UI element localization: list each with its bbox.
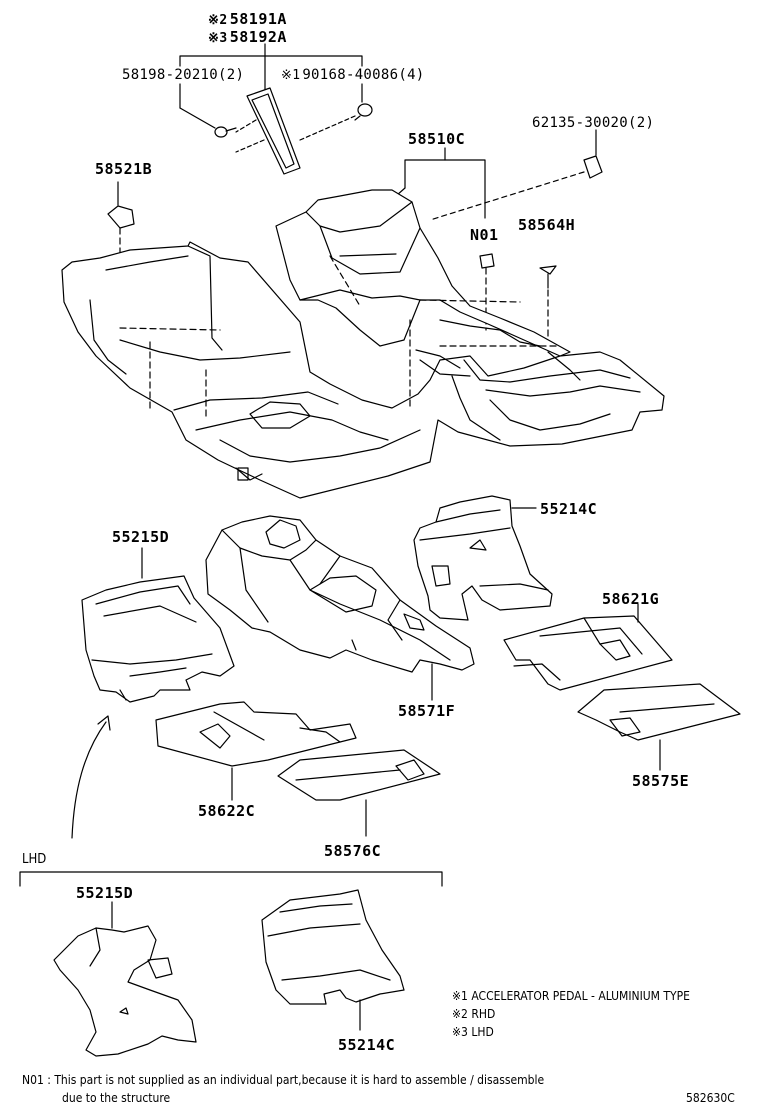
- label-screw: 58198-20210(2): [122, 67, 245, 83]
- rhd-mark: ※2: [208, 13, 228, 28]
- garnish-part: [235, 87, 356, 175]
- floor-mat-b: [577, 683, 741, 771]
- clip-number: 90168-40086(4): [302, 67, 425, 83]
- legend-item-lhd: ※3 LHD: [452, 1024, 494, 1040]
- lhd-bracket: [19, 871, 443, 887]
- label-mat-e: 58575E: [632, 772, 690, 790]
- figure-code: 582630C: [686, 1091, 735, 1105]
- label-mat-a: 58621G: [602, 590, 660, 608]
- lhd-silencer-rh: [261, 889, 405, 1031]
- label-mat-c2: 58576C: [324, 842, 382, 860]
- direction-arrow: [71, 715, 111, 839]
- label-lhd-silencer-rh: 55214C: [338, 1036, 396, 1054]
- footnote-text-1: This part is not supplied as an individu…: [54, 1073, 545, 1087]
- legend-mark-2: ※2: [452, 1007, 468, 1021]
- label-hook: 58521B: [95, 160, 153, 178]
- clip-mark: ※1: [281, 68, 301, 83]
- nut-icon: [429, 129, 603, 221]
- legend-item-rhd: ※2 RHD: [452, 1006, 495, 1022]
- clip-icon: [354, 103, 373, 121]
- legend-mark-3: ※3: [452, 1025, 468, 1039]
- console-pad: [205, 515, 475, 701]
- lhd-silencer-lh: [53, 901, 197, 1057]
- n01-clip-icon: [479, 253, 495, 331]
- legend-text-2: RHD: [471, 1007, 496, 1021]
- label-console-pad: 58571F: [398, 702, 456, 720]
- legend-item-accelerator: ※1 ACCELERATOR PEDAL - ALUMINIUM TYPE: [452, 988, 690, 1004]
- floor-mat-c: [155, 701, 357, 801]
- lhd-part-number: 58192A: [229, 28, 287, 46]
- lhd-mark: ※3: [208, 31, 228, 46]
- rhd-part-number: 58191A: [229, 10, 287, 28]
- floor-mat-a: [503, 603, 673, 691]
- label-carpet: 58510C: [408, 130, 466, 148]
- footnote-code: N01 :: [22, 1073, 51, 1087]
- label-n01: N01: [470, 226, 499, 244]
- footnote-line-2: due to the structure: [62, 1091, 171, 1105]
- pin-clip-icon: [539, 265, 557, 346]
- label-nut: 62135-30020(2): [532, 115, 655, 131]
- legend-text-1: ACCELERATOR PEDAL - ALUMINIUM TYPE: [471, 989, 690, 1003]
- floor-mat-d: [277, 749, 441, 837]
- floor-carpet: [61, 189, 665, 499]
- legend-mark-1: ※1: [452, 989, 468, 1003]
- label-silencer-lh: 55215D: [112, 528, 170, 546]
- footnote-line-1: N01 : This part is not supplied as an in…: [22, 1072, 544, 1088]
- label-mat-c: 58622C: [198, 802, 256, 820]
- legend-text-3: LHD: [471, 1025, 494, 1039]
- label-lhd-silencer-lh: 55215D: [76, 884, 134, 902]
- top-bracket: [179, 43, 363, 129]
- silencer-rh: [413, 495, 553, 621]
- silencer-lh: [81, 547, 235, 703]
- label-clip-h: 58564H: [518, 216, 576, 234]
- lhd-heading: LHD: [22, 852, 47, 867]
- label-silencer-rh: 55214C: [540, 500, 598, 518]
- screw-icon: [214, 126, 237, 138]
